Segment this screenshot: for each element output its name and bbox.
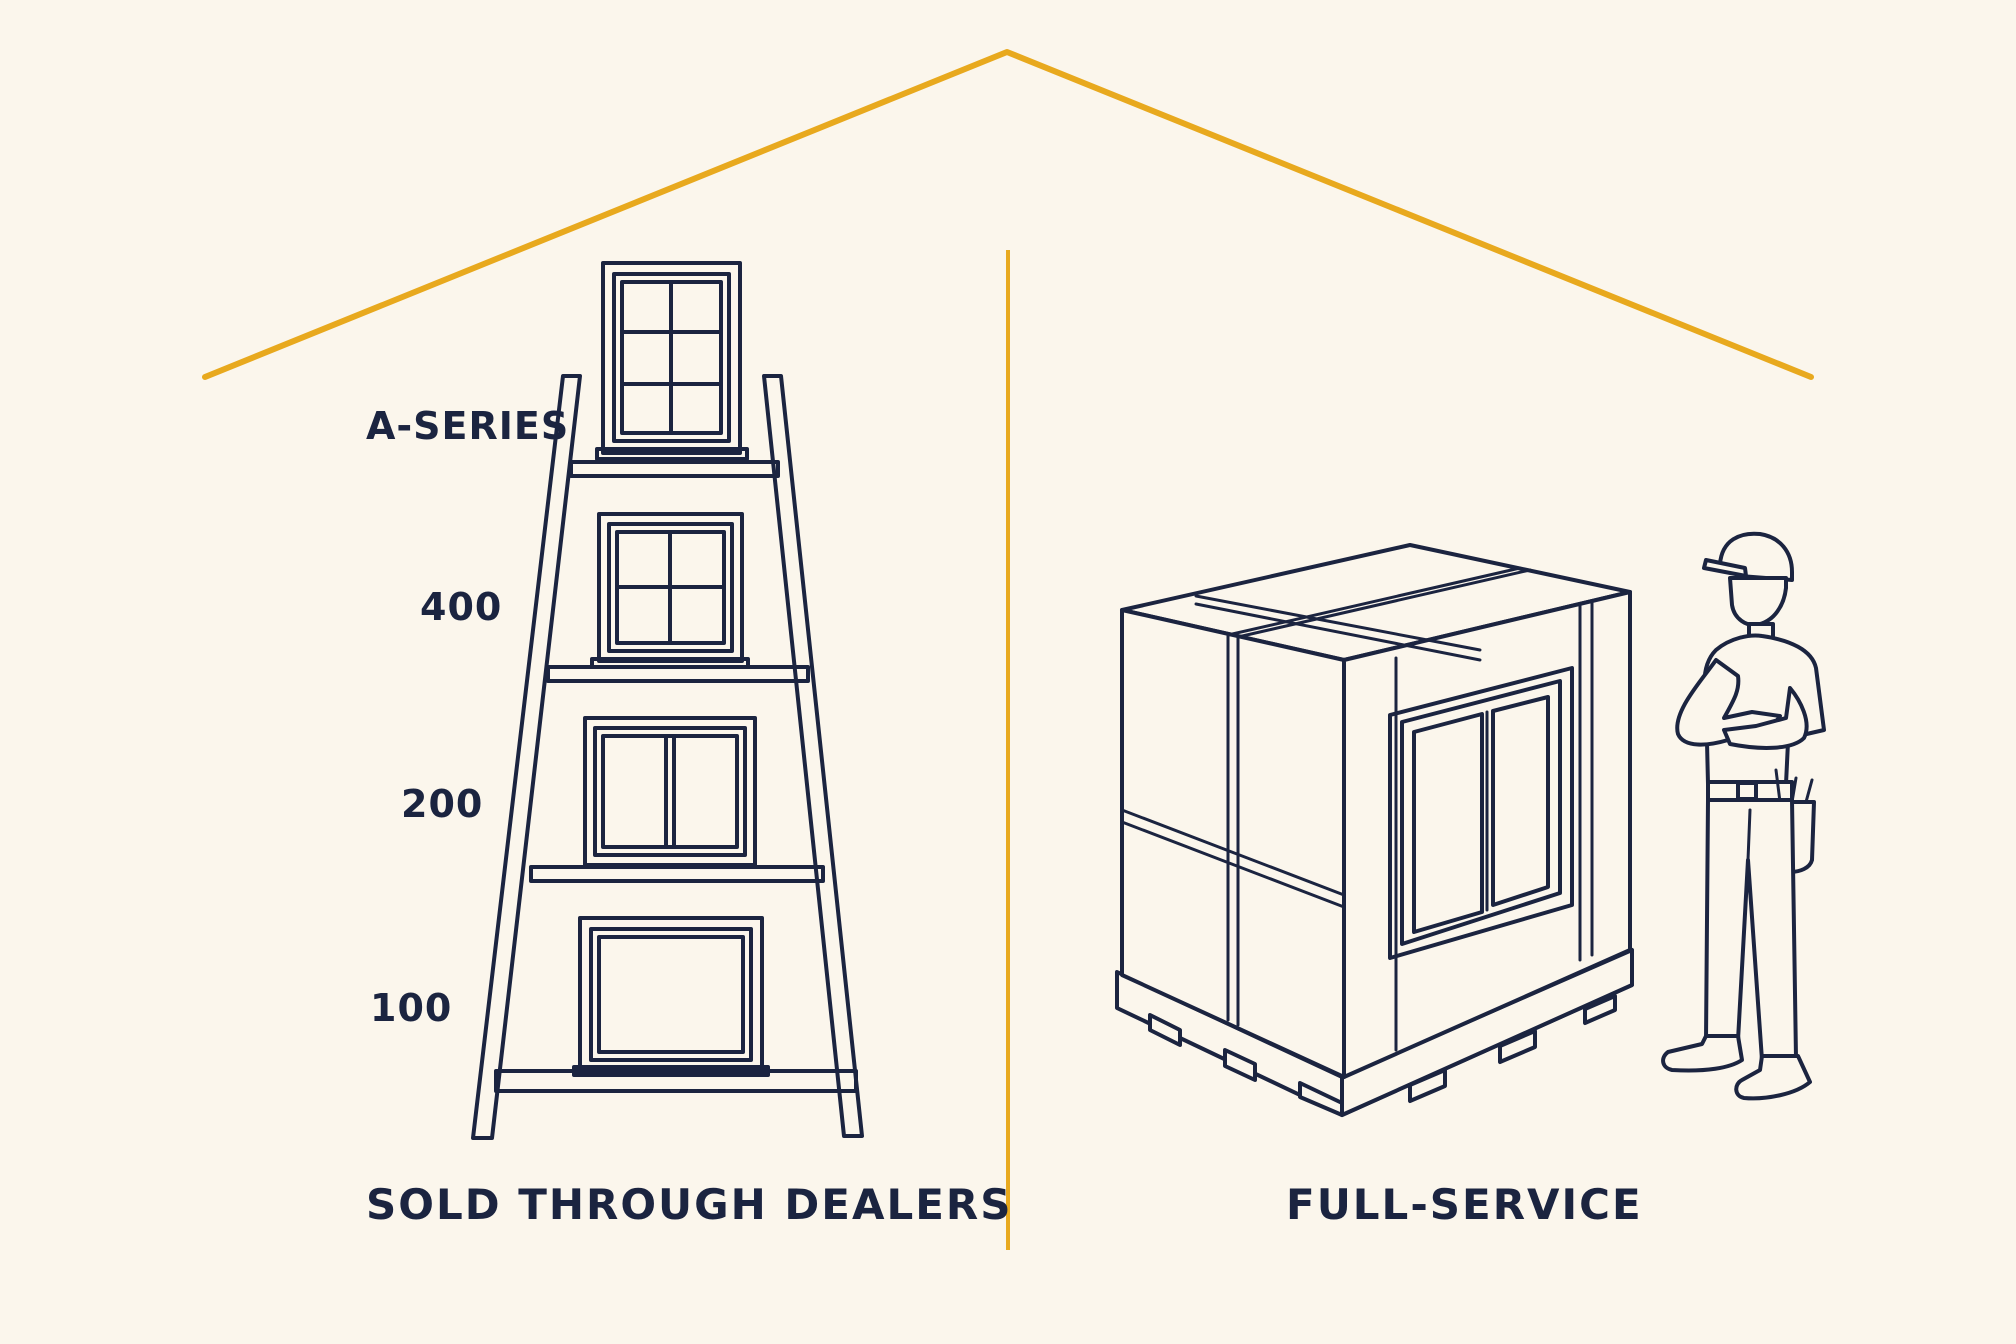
- full-service-caption: FULL-SERVICE: [1286, 1180, 1643, 1229]
- installer-worker-icon: [1661, 531, 1826, 1101]
- tier-label-a-series: A-SERIES: [366, 404, 570, 448]
- tier-label-100: 100: [370, 986, 453, 1030]
- series-400-window-icon: [590, 512, 750, 669]
- roof-line: [202, 49, 1814, 380]
- a-series-window-icon: [595, 261, 749, 461]
- series-100-window-icon: [572, 916, 770, 1077]
- tier-label-200: 200: [401, 782, 484, 826]
- dealers-caption: SOLD THROUGH DEALERS: [366, 1180, 1013, 1229]
- tier-label-400: 400: [420, 585, 503, 629]
- window-ladder-icon: [471, 261, 864, 1140]
- wrapped-pallet-icon: [1115, 543, 1634, 1117]
- series-200-window-icon: [583, 716, 757, 867]
